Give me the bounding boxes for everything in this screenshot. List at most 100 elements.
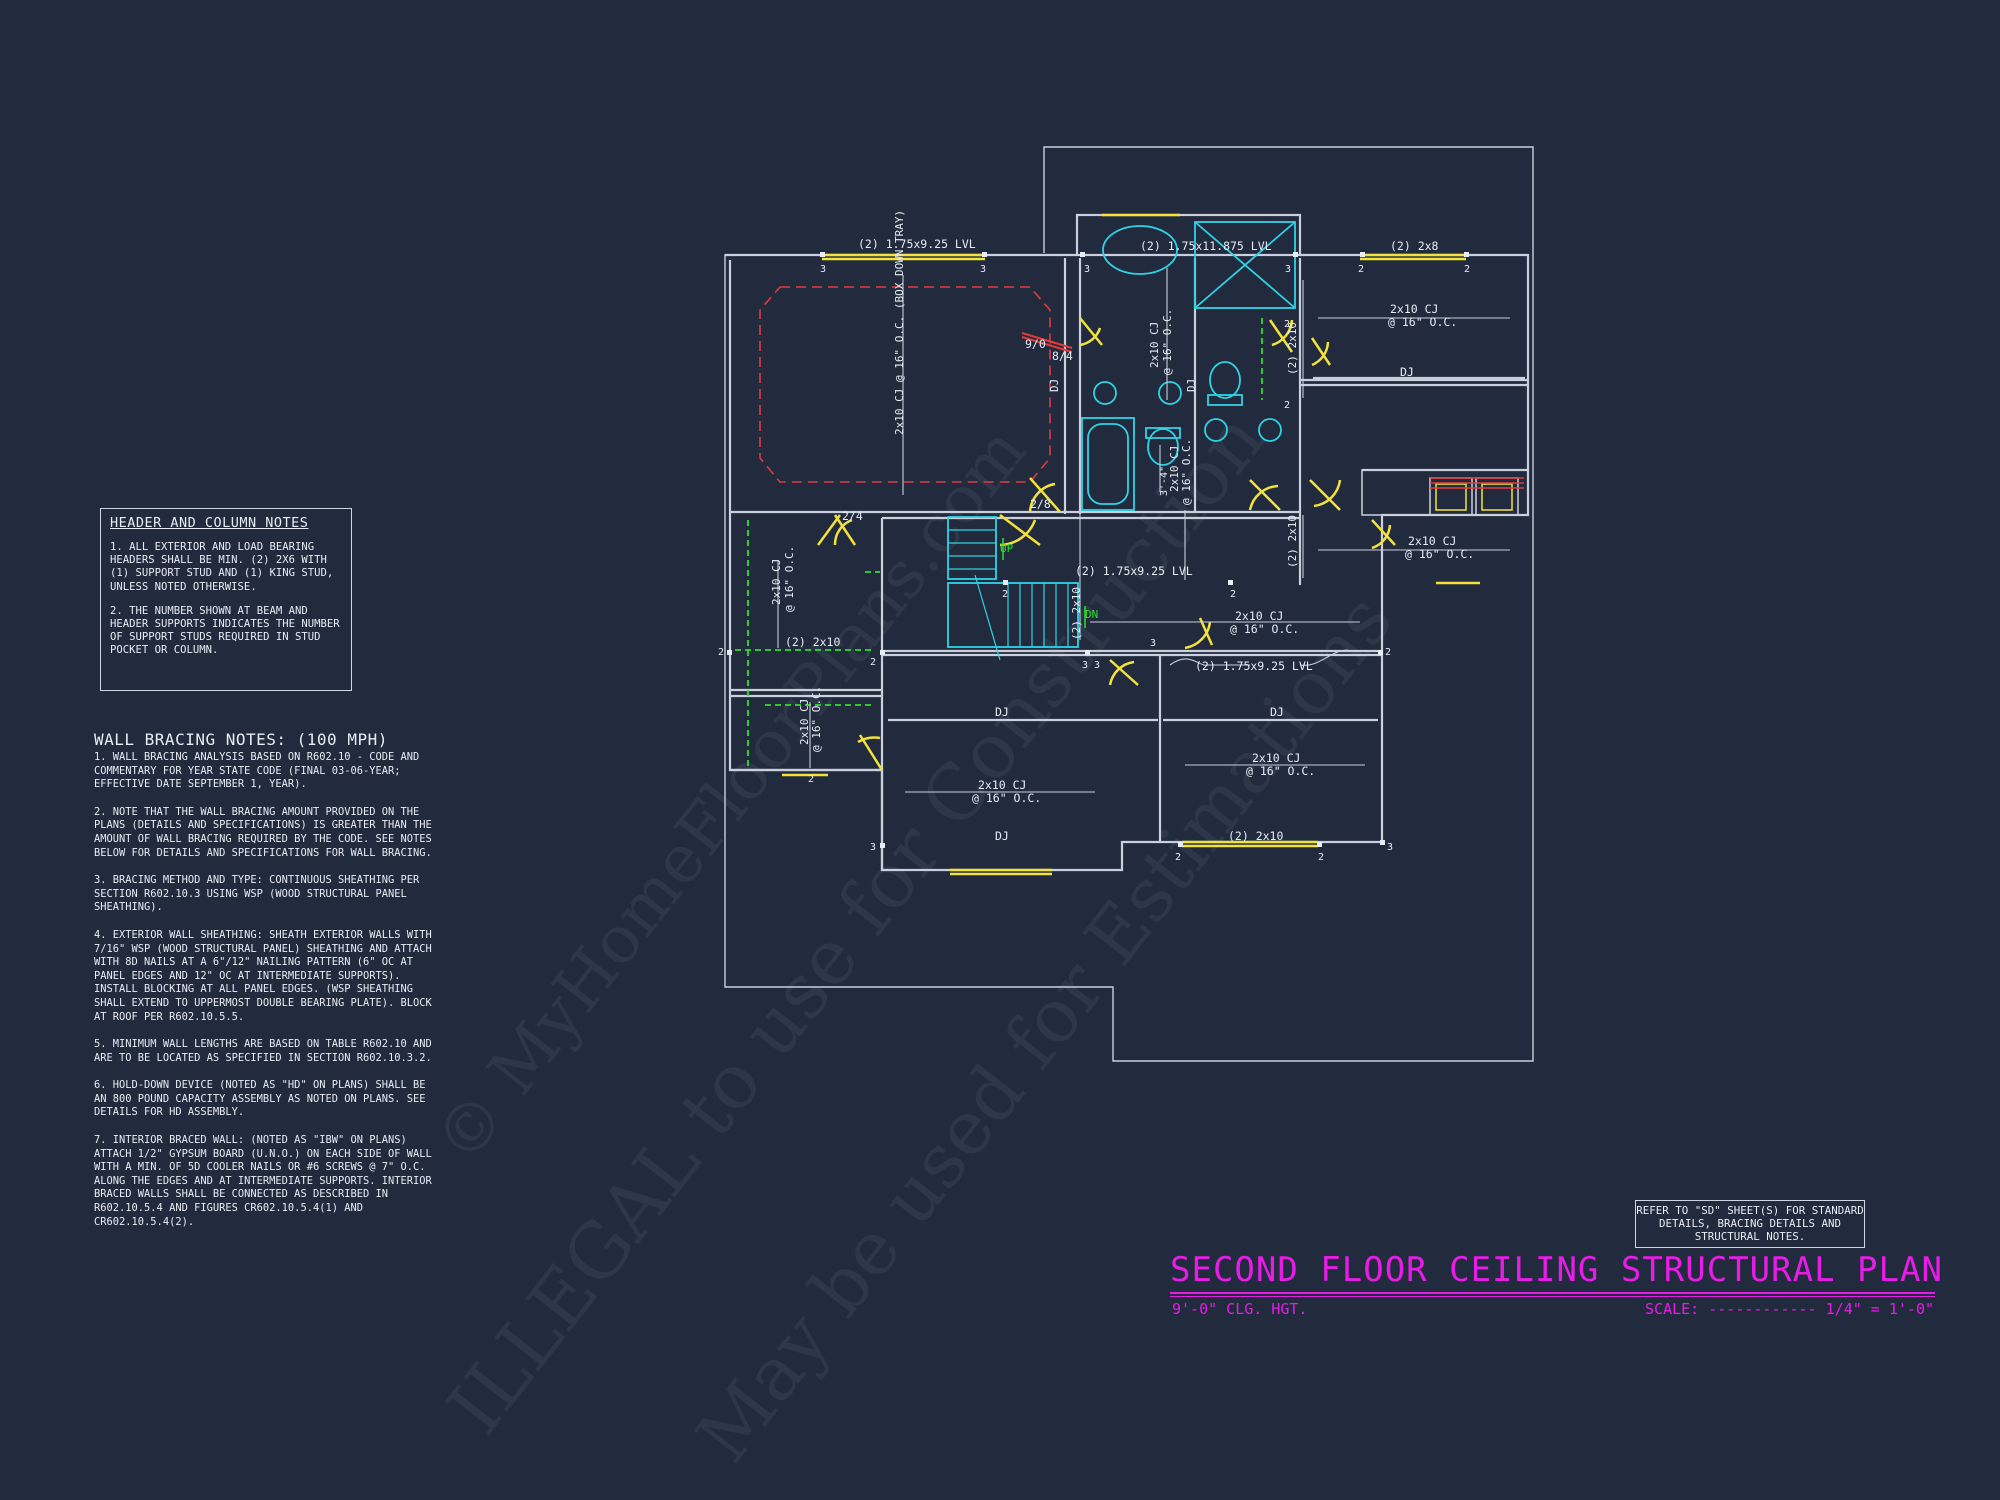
sink-2 — [1158, 381, 1182, 405]
label-cj-bath: 2x10 CJ — [1148, 322, 1161, 368]
lvl-leader — [1169, 649, 1349, 666]
sink-1 — [1093, 381, 1117, 405]
bracing-notes-title: WALL BRACING NOTES: (100 MPH) — [94, 730, 388, 749]
label-door-2-4: 2/4 — [842, 509, 863, 523]
door-swing — [1310, 337, 1332, 367]
shower — [1194, 221, 1296, 309]
label-cj-left-room: 2x10 CJ — [798, 699, 811, 745]
bracing-note-2: 2. NOTE THAT THE WALL BRACING AMOUNT PRO… — [94, 805, 432, 859]
label-cj-bath-2: 2x10 CJ — [1168, 446, 1181, 492]
door-swing — [1108, 659, 1139, 686]
tray-ceiling-outline — [759, 286, 1051, 483]
label-cj-hall: 2x10 CJ — [1235, 609, 1283, 623]
tub — [1081, 417, 1135, 511]
label-dj-hall-left: DJ — [995, 705, 1009, 719]
stud-count: 3 — [1150, 638, 1156, 649]
ceiling-height-label: 9'-0" CLG. HGT. — [1172, 1300, 1308, 1318]
stud-count: 2 — [1358, 264, 1364, 275]
post — [1380, 840, 1385, 845]
label-cj-bed-right: 2x10 CJ — [1252, 751, 1300, 765]
stud-count: 3 — [1387, 842, 1393, 853]
label-lvl-bath: (2) 1.75x11.875 LVL — [1140, 239, 1272, 253]
label-cj-left-closet: 2x10 CJ — [770, 559, 783, 605]
post — [1003, 580, 1008, 585]
bracing-note-4: 4. EXTERIOR WALL SHEATHING: SHEATH EXTER… — [94, 928, 432, 1023]
toilet-1-tank — [1207, 394, 1243, 406]
label-oc-bath: @ 16" O.C. — [1161, 309, 1174, 375]
post — [1317, 842, 1322, 847]
label-dj-bath: DJ — [1185, 379, 1198, 392]
post — [1080, 252, 1085, 257]
post — [880, 650, 885, 655]
header-mark — [1021, 332, 1073, 349]
label-lvl-hall: (2) 1.75x9.25 LVL — [1075, 564, 1193, 578]
post — [1464, 252, 1469, 257]
label-stair-up: UP — [1000, 542, 1014, 555]
roof-outline — [724, 146, 1534, 1062]
label-oc-bed-right: @ 16" O.C. — [1246, 764, 1315, 778]
washer-lid — [1435, 483, 1467, 511]
label-lvl-hall-2: (2) 1.75x9.25 LVL — [1195, 659, 1313, 673]
label-door-8-4: 8/4 — [1052, 349, 1073, 363]
label-oc-hall: @ 16" O.C. — [1230, 622, 1299, 636]
header-mark — [1021, 336, 1073, 353]
sink-3 — [1204, 418, 1228, 442]
stud-count: 2 — [1284, 400, 1290, 411]
stud-count: 3 — [820, 264, 826, 275]
stud-count: 2 — [718, 647, 724, 658]
door-swing — [1028, 477, 1061, 513]
door-swing — [1079, 317, 1103, 347]
post — [727, 650, 732, 655]
label-cj-right-mid: 2x10 CJ — [1408, 534, 1456, 548]
wall-bracing-notes: WALL BRACING NOTES: (100 MPH) 1. WALL BR… — [94, 730, 436, 1243]
laundry-area — [1361, 469, 1529, 516]
label-cj-bed-left: 2x10 CJ — [978, 778, 1026, 792]
label-oc-left-closet: @ 16" O.C. — [783, 546, 796, 612]
header-note-2: 2. THE NUMBER SHOWN AT BEAM AND HEADER S… — [110, 604, 340, 657]
bathtub-oval — [1102, 225, 1178, 275]
bracing-note-7: 7. INTERIOR BRACED WALL: (NOTED AS "IBW"… — [94, 1134, 432, 1228]
label-door-2-8: 2/8 — [1030, 497, 1051, 511]
title-underline — [1170, 1292, 1935, 1294]
label-lvl-top-left: (2) 1.75x9.25 LVL — [858, 237, 976, 251]
post — [1228, 580, 1233, 585]
post — [1360, 252, 1365, 257]
stud-count: 2 — [1385, 647, 1391, 658]
stair-lower — [947, 582, 1079, 648]
door-swing — [999, 514, 1041, 547]
header-column-notes: HEADER AND COLUMN NOTES 1. ALL EXTERIOR … — [100, 508, 352, 691]
label-dj-hall-right: DJ — [1270, 705, 1284, 719]
exterior-wall-bath-bump — [1075, 213, 1302, 257]
stud-count: 2 — [1318, 852, 1324, 863]
title-underline-2 — [1170, 1296, 1935, 1297]
label-hdr-2x8: (2) 2x8 — [1390, 239, 1439, 253]
stud-count: 3 — [1285, 264, 1291, 275]
stud-count: 3 — [1082, 660, 1088, 671]
dryer-lid — [1481, 483, 1513, 511]
scale-label: SCALE: ------------ 1/4" = 1'-0" — [1645, 1300, 1934, 1318]
door-swing — [1248, 479, 1281, 511]
label-oc-bath-2: @ 16" O.C. — [1180, 439, 1193, 505]
stair-break-line — [974, 574, 1001, 661]
header-notes-title: HEADER AND COLUMN NOTES — [110, 515, 309, 531]
stud-count: 3 — [870, 842, 876, 853]
shower-diagonal-2 — [1194, 221, 1296, 309]
stud-count: 2 — [870, 657, 876, 668]
toilet-1 — [1209, 361, 1241, 399]
drawing-title: SECOND FLOOR CEILING STRUCTURAL PLAN — [1170, 1250, 1943, 1290]
label-hdr-2x10-bottom: (2) 2x10 — [1228, 829, 1283, 843]
bracing-note-6: 6. HOLD-DOWN DEVICE (NOTED AS "HD" ON PL… — [94, 1079, 426, 1119]
label-dj-bottom: DJ — [995, 829, 1009, 843]
toilet-2-tank — [1145, 427, 1181, 439]
sink-4 — [1258, 418, 1282, 442]
door-swing — [833, 514, 857, 546]
stud-count: 2 — [1284, 319, 1290, 330]
exterior-wall-top-right — [1300, 253, 1530, 470]
label-dj-right: DJ — [1400, 365, 1414, 379]
label-box-down-tray: 2x10 CJ @ 16" O.C. (BOX DOWN TRAY) — [893, 210, 906, 435]
post — [880, 843, 885, 848]
post — [820, 252, 825, 257]
label-hdr-2x10-closet: (2) 2x10 — [1286, 322, 1299, 375]
label-oc-top-right: @ 16" O.C. — [1388, 315, 1457, 329]
label-oc-bed-left: @ 16" O.C. — [972, 791, 1041, 805]
